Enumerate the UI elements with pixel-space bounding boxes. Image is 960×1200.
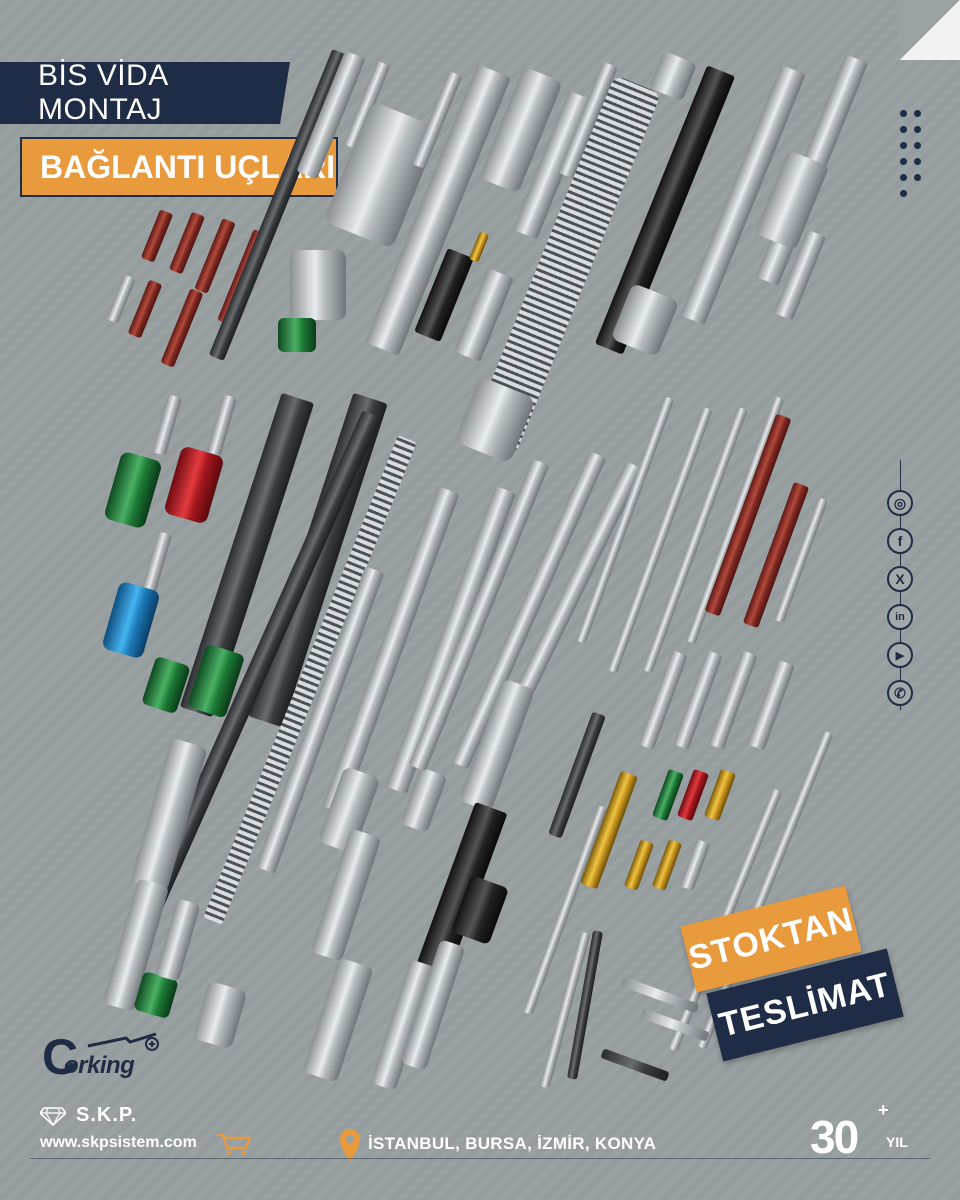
x-twitter-icon[interactable]: X (887, 566, 913, 592)
location-pin-icon (340, 1129, 360, 1162)
dot-decoration (914, 110, 921, 117)
facebook-icon[interactable]: f (887, 528, 913, 554)
bit-holder-image (468, 231, 490, 263)
allen-key-image (600, 1048, 670, 1082)
screwdriver-logo-icon (87, 1032, 159, 1051)
bit-image (106, 274, 136, 324)
dot-decoration (900, 190, 907, 197)
double-ended-bit-image (704, 413, 792, 617)
allen-key-image (620, 976, 700, 1014)
page-title: BİS VİDA MONTAJ (38, 59, 168, 126)
logo-wordmark: orking (64, 1052, 135, 1079)
corking-logo: C orking (42, 1030, 162, 1082)
instagram-icon[interactable]: ◎ (887, 490, 913, 516)
dot-decoration (914, 158, 921, 165)
whatsapp-icon[interactable]: ✆ (887, 680, 913, 706)
gold-bit-image (623, 839, 655, 891)
bit-holder-shaft-image (152, 394, 182, 456)
youtube-icon[interactable]: ▶ (887, 642, 913, 668)
social-links: ◎ f X in ▶ ✆ (884, 460, 918, 720)
dot-decoration (900, 174, 907, 181)
linkedin-icon[interactable]: in (887, 604, 913, 630)
dot-decoration (914, 174, 921, 181)
years-plus: + (878, 1100, 889, 1120)
dot-decoration (900, 158, 907, 165)
shopping-cart-icon (217, 1133, 252, 1155)
nut-setter-image (302, 957, 374, 1083)
bit-holder-shaft-image (142, 531, 172, 593)
diamond-logo-icon (40, 1107, 66, 1126)
bit-image (160, 288, 204, 368)
magnetic-bit-holder-image (163, 445, 225, 525)
bit-image (747, 659, 795, 751)
locations-text: İSTANBUL, BURSA, İZMİR, KONYA (368, 1134, 657, 1153)
bit-image (140, 209, 174, 263)
magnetic-bit-holder-image (103, 450, 163, 530)
dot-decoration (900, 142, 907, 149)
dot-decoration (900, 126, 907, 133)
title-banner: BİS VİDA MONTAJ (0, 59, 280, 126)
magnetic-bit-holder-image (101, 580, 161, 660)
bit-image (679, 839, 711, 891)
logo-initial: C (42, 1029, 79, 1085)
footer-divider (30, 1158, 930, 1159)
bit-holder-image (278, 318, 316, 352)
nut-setter-image (310, 828, 382, 962)
website-link[interactable]: www.skpsistem.com (40, 1134, 197, 1151)
torsion-bit-image (703, 768, 737, 822)
adapter-image (290, 250, 346, 320)
years-number: 30 (810, 1111, 859, 1163)
dot-decoration (914, 142, 921, 149)
bit-image (194, 218, 236, 294)
quick-release-holder-image (192, 980, 248, 1050)
bit-image (168, 211, 206, 275)
dot-decoration (900, 110, 907, 117)
bit-image (127, 279, 163, 339)
bit-holder-shaft-image (207, 394, 237, 456)
gold-bit-image (651, 839, 683, 891)
long-bit-image (522, 804, 608, 1016)
years-label: YIL (886, 1134, 908, 1150)
dot-decoration (914, 126, 921, 133)
page-curl-decoration (900, 0, 960, 60)
company-name: S.K.P. (76, 1104, 138, 1126)
long-bit-image (575, 396, 675, 644)
